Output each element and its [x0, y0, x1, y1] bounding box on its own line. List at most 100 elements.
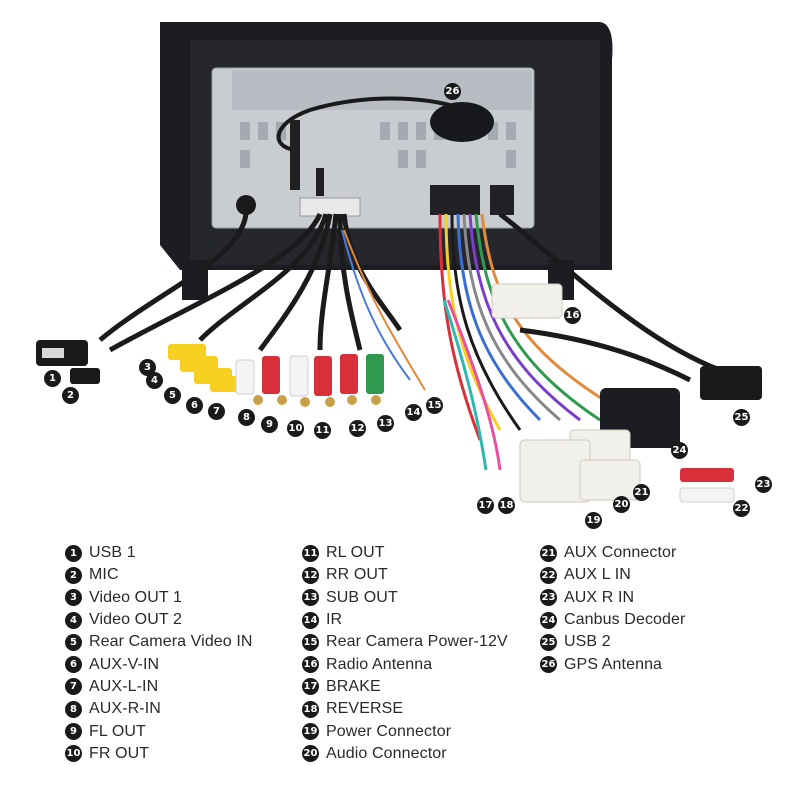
legend-label: USB 1 — [89, 544, 136, 562]
callout-2: 2 — [62, 387, 79, 404]
legend-label: GPS Antenna — [564, 655, 663, 673]
legend-number: 25 — [540, 633, 557, 651]
callout-16: 16 — [564, 307, 581, 324]
legend-label: IR — [326, 611, 343, 629]
callout-10: 10 — [287, 420, 304, 437]
legend-number: 9 — [65, 723, 82, 741]
legend-number: 23 — [540, 589, 557, 607]
legend-item: 7 AUX-L-IN — [65, 676, 253, 698]
legend-number: 15 — [302, 633, 319, 651]
legend-item: 23 AUX R IN — [540, 587, 685, 609]
left-cable-bundle — [98, 212, 403, 353]
legend-number: 8 — [65, 700, 82, 718]
legend-number: 18 — [302, 700, 319, 718]
thin-wires — [341, 229, 426, 391]
callout-20: 20 — [613, 496, 630, 513]
antenna-stub — [290, 120, 300, 190]
legend-number: 20 — [302, 745, 319, 763]
legend-label: AUX R IN — [564, 588, 635, 606]
legend-item: 13 SUB OUT — [302, 587, 508, 609]
legend-label: Rear Camera Power-12V — [326, 633, 508, 651]
legend-label: Radio Antenna — [326, 655, 433, 673]
legend-label: SUB OUT — [326, 588, 398, 606]
product-photo — [36, 22, 762, 503]
side-port — [490, 185, 514, 215]
callout-23: 23 — [755, 476, 772, 493]
usb2-cable — [498, 212, 721, 373]
radio-antenna-connector — [491, 283, 563, 319]
gps-antenna — [430, 102, 494, 142]
main-harness-port — [430, 185, 480, 215]
legend-number: 21 — [540, 544, 557, 562]
chassis-top — [232, 70, 532, 110]
legend-item: 9 FL OUT — [65, 720, 253, 742]
legend-label: Power Connector — [326, 722, 452, 740]
legend-item: 2 MIC — [65, 564, 253, 586]
legend-label: REVERSE — [326, 700, 404, 718]
legend-number: 13 — [302, 589, 319, 607]
round-port — [236, 195, 256, 215]
canbus-cable — [519, 327, 692, 383]
legend-label: AUX-L-IN — [89, 677, 159, 695]
legend-item: 18 REVERSE — [302, 698, 508, 720]
legend-number: 11 — [302, 544, 319, 562]
aux-l-rca — [679, 487, 735, 503]
rca-plugs — [168, 344, 384, 407]
legend-label: USB 2 — [564, 633, 611, 651]
callout-24: 24 — [671, 442, 688, 459]
legend-label: AUX L IN — [564, 566, 631, 584]
callout-25: 25 — [733, 409, 750, 426]
legend-label: RR OUT — [326, 566, 388, 584]
gps-cable — [276, 96, 461, 152]
callout-19: 19 — [585, 512, 602, 529]
callout-13: 13 — [377, 415, 394, 432]
legend-number: 7 — [65, 678, 82, 696]
callout-12: 12 — [349, 420, 366, 437]
callout-14: 14 — [405, 404, 422, 421]
legend-item: 14 IR — [302, 609, 508, 631]
callout-22: 22 — [733, 500, 750, 517]
harness-wires — [438, 213, 621, 471]
legend-item: 15 Rear Camera Power-12V — [302, 631, 508, 653]
center-port — [299, 197, 361, 217]
callout-5: 5 — [164, 387, 181, 404]
callout-18: 18 — [498, 497, 515, 514]
callout-4: 4 — [146, 372, 163, 389]
legend-label: Canbus Decoder — [564, 611, 686, 629]
callout-6: 6 — [186, 397, 203, 414]
callout-1: 1 — [44, 370, 61, 387]
legend-label: FL OUT — [89, 722, 146, 740]
legend-item: 11 RL OUT — [302, 542, 508, 564]
legend-number: 14 — [302, 611, 319, 629]
callout-9: 9 — [261, 416, 278, 433]
aux-r-rca — [680, 468, 734, 482]
legend-item: 22 AUX L IN — [540, 564, 685, 586]
legend-number: 6 — [65, 656, 82, 674]
callout-7: 7 — [208, 403, 225, 420]
legend-label: MIC — [89, 566, 119, 584]
mic-plug — [70, 368, 100, 384]
legend-label: Video OUT 1 — [89, 588, 183, 606]
legend-label: AUX-R-IN — [89, 700, 161, 718]
callout-3: 3 — [139, 359, 156, 376]
usb1-tip — [42, 348, 64, 358]
legend-number: 2 — [65, 566, 82, 584]
legend-number: 5 — [65, 633, 82, 651]
legend-label: BRAKE — [326, 677, 381, 695]
legend-label: Rear Camera Video IN — [89, 633, 253, 651]
legend-number: 22 — [540, 566, 557, 584]
legend-number: 24 — [540, 611, 557, 629]
legend-label: RL OUT — [326, 544, 385, 562]
